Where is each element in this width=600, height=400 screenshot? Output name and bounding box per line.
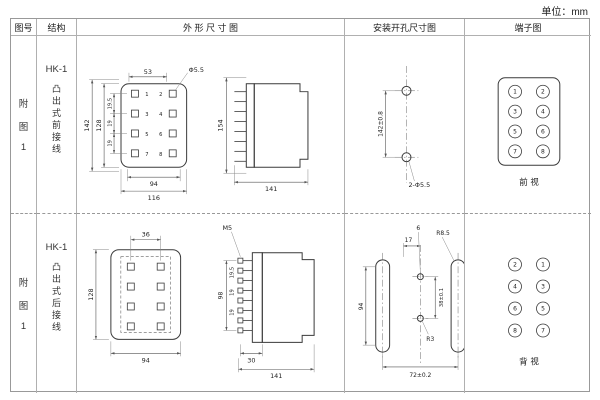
dim-front-depth: 30 (247, 356, 255, 364)
mounting-front-svg: 142±0.8 2-Φ5.5 (378, 65, 430, 189)
dim-bottom-inner: 94 (150, 180, 158, 188)
header-fig-no: 图号 (11, 19, 37, 36)
outline-drawing-rear-wiring: 36 128 94 (77, 214, 345, 393)
dim-bottom-outer: 116 (148, 194, 160, 202)
dim-hole-dia: Φ5.5 (189, 66, 204, 74)
terminal-number: 8 (541, 148, 545, 155)
terminal-number: 3 (513, 109, 517, 116)
pin-number: 6 (159, 132, 162, 138)
mounting-drawing-front-wiring: 142±0.8 2-Φ5.5 (345, 36, 465, 214)
dim-pitch: 19 (229, 309, 235, 316)
dim-slot-radius: R8.5 (436, 230, 450, 237)
dim-slot-offset: 17 (405, 237, 413, 244)
dim-side-width: 141 (270, 372, 282, 380)
fig-char: 附 (18, 278, 29, 289)
side-view-dimensions: M5 98 19.5 19 19 30 141 (217, 224, 315, 380)
pin-number: 3 (145, 112, 148, 118)
fig-char: 图 (18, 122, 29, 133)
mounting-drawing-rear-wiring: 94 72±0.2 17 6 R8.5 38±0.1 R3 (345, 214, 465, 393)
terminal-number: 2 (541, 89, 545, 96)
terminal-number: 5 (541, 306, 545, 313)
pin-number: 1 (145, 92, 148, 98)
structure-cell: HK-1 凸出式前接线 (37, 36, 77, 214)
view-caption: 前 视 (519, 177, 539, 187)
dim-top-width: 36 (142, 231, 150, 239)
pin-number: 4 (159, 112, 162, 118)
dim-pitch: 19 (108, 140, 114, 147)
mounting-rear-svg: 94 72±0.2 17 6 R8.5 38±0.1 R3 (358, 225, 464, 379)
header-structure: 结构 (37, 19, 77, 36)
model-label: HK-1 (45, 242, 68, 253)
dim-hole-dia: 6 (416, 225, 420, 232)
fig-char: 1 (20, 321, 27, 332)
rear-view-body (110, 249, 182, 340)
side-view-body (234, 83, 309, 168)
fig-number-cell: 附 图 1 (11, 214, 37, 393)
dim-height: 128 (87, 288, 95, 300)
dim-height-inner: 128 (95, 119, 103, 131)
dim-bottom-width: 94 (142, 356, 150, 364)
unit-label: 单位：mm (541, 7, 588, 18)
dim-side-width: 141 (265, 185, 277, 193)
side-view-dimensions: 154 141 (216, 77, 309, 193)
dim-pitch: 19.5 (108, 98, 114, 109)
terminal-number: 8 (513, 328, 517, 335)
front-view-body: 1 2 3 4 5 6 7 8 (120, 83, 188, 168)
header-terminal: 端子图 (465, 19, 591, 36)
side-view-body (237, 252, 315, 343)
terminal-number: 7 (513, 148, 517, 155)
dim-hole-callout: 2-Φ5.5 (408, 181, 430, 189)
terminal-diagram-front: 1 2 3 4 5 6 7 8 前 视 (465, 36, 591, 214)
dim-hole-spacing: 142±0.8 (378, 111, 385, 137)
terminal-number: 1 (541, 262, 545, 269)
rear-view-dimensions: 36 128 94 (87, 231, 181, 364)
terminal-rear-svg: 2 1 4 3 6 5 8 7 背 视 (508, 257, 550, 368)
terminal-number: 4 (541, 109, 545, 116)
terminal-number: 4 (513, 284, 517, 291)
dim-pin-field: 98 (217, 292, 224, 300)
terminal-number: 6 (513, 306, 517, 313)
dim-horizontal-spacing: 72±0.2 (409, 372, 431, 379)
terminal-number: 3 (541, 284, 545, 291)
terminal-number: 1 (513, 89, 517, 96)
terminal-front-svg: 1 2 3 4 5 6 7 8 前 视 (497, 77, 561, 187)
fig-char: 图 (18, 301, 29, 312)
dim-pitch: 19 (108, 120, 114, 127)
terminal-number: 5 (513, 128, 517, 135)
pin-number: 7 (145, 152, 148, 158)
terminal-number: 2 (513, 262, 517, 269)
front-view-dimensions: 53 Φ5.5 142 128 19.5 19 19 (83, 66, 204, 202)
fig-number-cell: 附 图 1 (11, 36, 37, 214)
terminal-number: 6 (541, 128, 545, 135)
outline-drawing-front-wiring: 1 2 3 4 5 6 7 8 53 Φ5.5 142 (77, 36, 345, 214)
dim-screw-thread: M5 (222, 224, 232, 232)
view-caption: 背 视 (519, 357, 539, 368)
fig-char: 1 (20, 142, 27, 153)
dim-small-radius: R3 (426, 336, 434, 343)
dim-top-width: 53 (144, 68, 152, 76)
outline-front-svg: 1 2 3 4 5 6 7 8 53 Φ5.5 142 (83, 66, 309, 202)
structure-cell: HK-1 凸出式后接线 (37, 214, 77, 393)
dim-side-height: 154 (216, 119, 224, 131)
dim-pitch: 19.5 (229, 267, 235, 279)
dim-height-outer: 142 (83, 119, 91, 131)
structure-desc: 凸出式前接线 (51, 84, 61, 156)
structure-desc: 凸出式后接线 (51, 262, 61, 334)
terminal-diagram-rear: 2 1 4 3 6 5 8 7 背 视 (465, 214, 591, 393)
pin-number: 2 (159, 92, 162, 98)
dimension-table: 图号 结构 外 形 尺 寸 图 安装开孔尺寸图 端子图 附 图 1 HK-1 凸… (10, 18, 591, 393)
fig-char: 附 (18, 99, 29, 110)
header-mounting: 安装开孔尺寸图 (345, 19, 465, 36)
dim-center-holes: 38±0.1 (439, 288, 445, 307)
model-label: HK-1 (45, 64, 68, 75)
outline-rear-svg: 36 128 94 (87, 224, 315, 380)
pin-number: 5 (145, 132, 148, 138)
terminal-number: 7 (541, 328, 545, 335)
header-outline: 外 形 尺 寸 图 (77, 19, 345, 36)
dim-slot-spacing: 94 (358, 302, 365, 310)
dim-pitch: 19 (229, 289, 235, 296)
pin-number: 8 (159, 152, 162, 158)
